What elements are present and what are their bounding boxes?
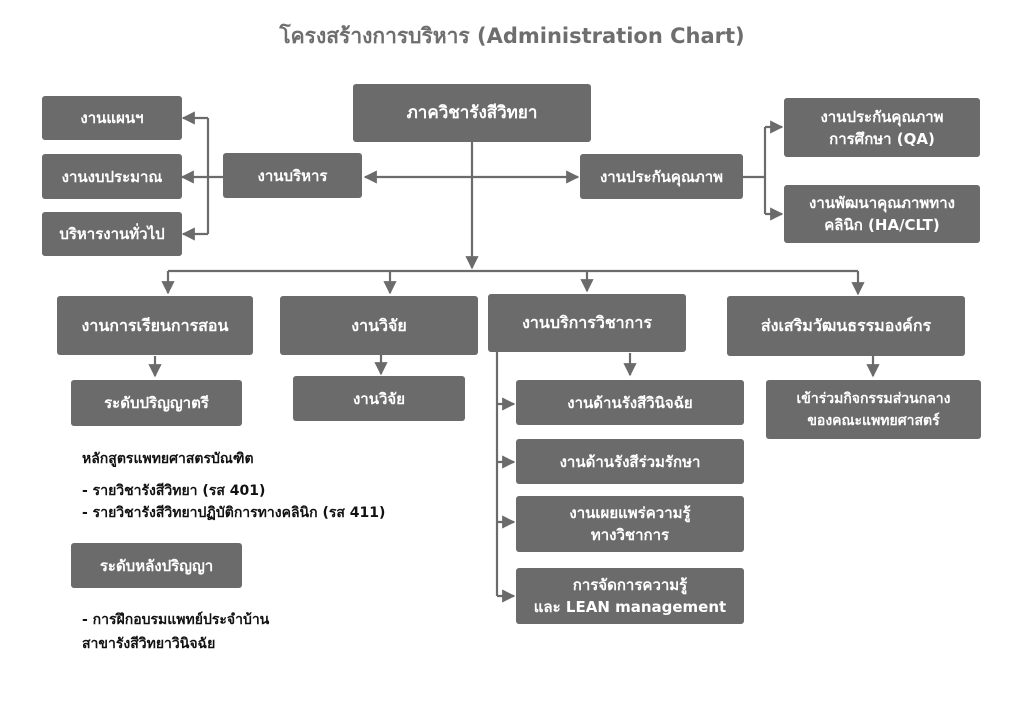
quality-label: งานประกันคุณภาพ	[599, 167, 724, 186]
residency-line: สาขารังสีวิทยาวินิจฉัย	[82, 636, 216, 652]
chart-title: โครงสร้างการบริหาร (Administration Chart…	[279, 24, 745, 48]
quality-child-ha: งานพัฒนาคุณภาพทาง คลินิก (HA/CLT)	[784, 185, 980, 243]
root-department-label: ภาควิชารังสีวิทยา	[406, 103, 538, 123]
admin-child-plan: งานแผนฯ	[42, 96, 182, 140]
postgrad-box: ระดับหลังปริญญา	[71, 543, 242, 588]
undergrad-box: ระดับปริญญาตรี	[71, 380, 242, 426]
culture-child-box: เข้าร่วมกิจกรรมส่วนกลาง ของคณะแพทยศาสตร์	[766, 380, 981, 439]
academic-service-child: งานเผยแพร่ความรู้ ทางวิชาการ	[516, 496, 744, 552]
course-item: - รายวิชารังสีวิทยาปฏิบัติการทางคลินิก (…	[82, 505, 386, 521]
academic-service-child: งานด้านรังสีวินิจฉัย	[516, 380, 744, 425]
research-child-box: งานวิจัย	[293, 376, 465, 421]
academic-service-box: งานบริการวิชาการ	[488, 294, 686, 352]
course-item: - รายวิชารังสีวิทยา (รส 401)	[82, 483, 266, 499]
root-department-box: ภาควิชารังสีวิทยา	[353, 84, 591, 142]
academic-service-child: การจัดการความรู้ และ LEAN management	[516, 568, 744, 624]
residency-line: - การฝึกอบรมแพทย์ประจำบ้าน	[82, 612, 270, 628]
admin-child-general: บริหารงานทั่วไป	[42, 212, 182, 256]
curriculum-heading: หลักสูตรแพทยศาสตรบัณฑิต	[82, 451, 254, 467]
teaching-box: งานการเรียนการสอน	[57, 296, 253, 355]
admin-label: งานบริหาร	[257, 166, 328, 185]
admin-child-budget: งานงบประมาณ	[42, 154, 182, 199]
research-box: งานวิจัย	[280, 296, 478, 355]
quality-box: งานประกันคุณภาพ	[580, 154, 743, 199]
academic-service-child: งานด้านรังสีร่วมรักษา	[516, 439, 744, 484]
quality-child-qa: งานประกันคุณภาพ การศึกษา (QA)	[784, 98, 980, 157]
culture-box: ส่งเสริมวัฒนธรรมองค์กร	[727, 296, 965, 356]
admin-box: งานบริหาร	[223, 153, 362, 198]
